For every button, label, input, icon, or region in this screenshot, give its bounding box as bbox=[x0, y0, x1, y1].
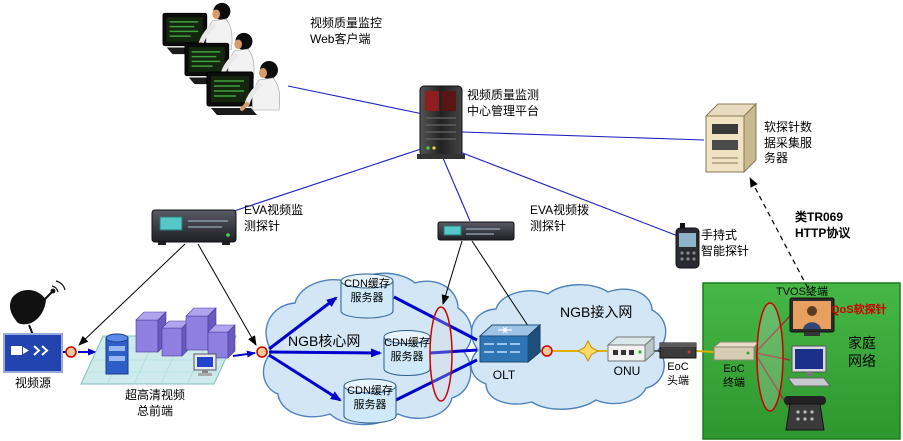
management-server-tower bbox=[417, 85, 465, 159]
label-onu: ONU bbox=[613, 364, 641, 378]
label-management-platform: 视频质量监测 中心管理平台 bbox=[467, 88, 540, 118]
label-eoc-terminal: EoC 终端 bbox=[723, 363, 745, 390]
web-client-operators bbox=[163, 3, 280, 115]
label-cdn-2: CDN缓存 服务器 bbox=[384, 337, 430, 364]
home-phone bbox=[784, 396, 826, 431]
cdn-server-3 bbox=[343, 378, 397, 424]
core-backbone-links bbox=[268, 295, 478, 402]
handheld-probe bbox=[675, 223, 700, 269]
eoc-headend-device bbox=[659, 342, 697, 359]
onu-device bbox=[606, 335, 656, 363]
label-eva-monitor-probe: EVA视频监 测探针 bbox=[244, 203, 304, 233]
label-core-cloud: NGB核心网 bbox=[288, 333, 361, 349]
olt-switch bbox=[478, 323, 542, 364]
eoc-terminal-device bbox=[712, 341, 762, 361]
eva-monitor-probe bbox=[151, 209, 237, 245]
cdn-server-2 bbox=[383, 330, 431, 376]
tap-points bbox=[65, 345, 553, 358]
label-collector-server: 软探针数 据采集服 务器 bbox=[764, 120, 813, 166]
label-uhd-headend: 超高清视频 总前端 bbox=[124, 388, 185, 418]
tr069-dashed-link bbox=[749, 177, 813, 297]
label-tr069-protocol: 类TR069 HTTP协议 bbox=[795, 210, 851, 240]
uhd-headend bbox=[80, 307, 237, 385]
access-network-cloud bbox=[470, 284, 667, 410]
home-pc bbox=[787, 345, 831, 387]
satellite-dish-icon bbox=[10, 280, 66, 337]
tvos-terminal-tv bbox=[789, 297, 835, 336]
label-handheld-probe: 手持式 智能探针 bbox=[701, 228, 750, 258]
label-tvos-terminal: TVOS终端 bbox=[776, 286, 828, 298]
label-qos-soft-probe: QoS软探针 bbox=[831, 304, 887, 316]
label-eoc-headend: EoC 头端 bbox=[667, 361, 689, 388]
measurement-ellipses bbox=[429, 302, 784, 412]
label-home-network: 家庭 网络 bbox=[848, 335, 876, 370]
label-cdn-3: CDN缓存 服务器 bbox=[347, 385, 393, 412]
eva-dial-probe bbox=[437, 221, 515, 241]
video-source-device bbox=[3, 333, 63, 373]
collector-server bbox=[704, 102, 758, 174]
label-olt: OLT bbox=[492, 368, 516, 382]
label-eva-dial-probe: EVA视频拨 测探针 bbox=[530, 203, 590, 233]
cdn-server-1 bbox=[340, 273, 394, 319]
label-video-source: 视频源 bbox=[14, 376, 51, 390]
management-links bbox=[227, 85, 705, 237]
label-access-cloud: NGB接入网 bbox=[560, 304, 633, 320]
label-cdn-1: CDN缓存 服务器 bbox=[344, 278, 390, 305]
optical-splitter-icon bbox=[576, 339, 600, 363]
label-web-client: 视频质量监控 Web客户端 bbox=[310, 16, 383, 46]
